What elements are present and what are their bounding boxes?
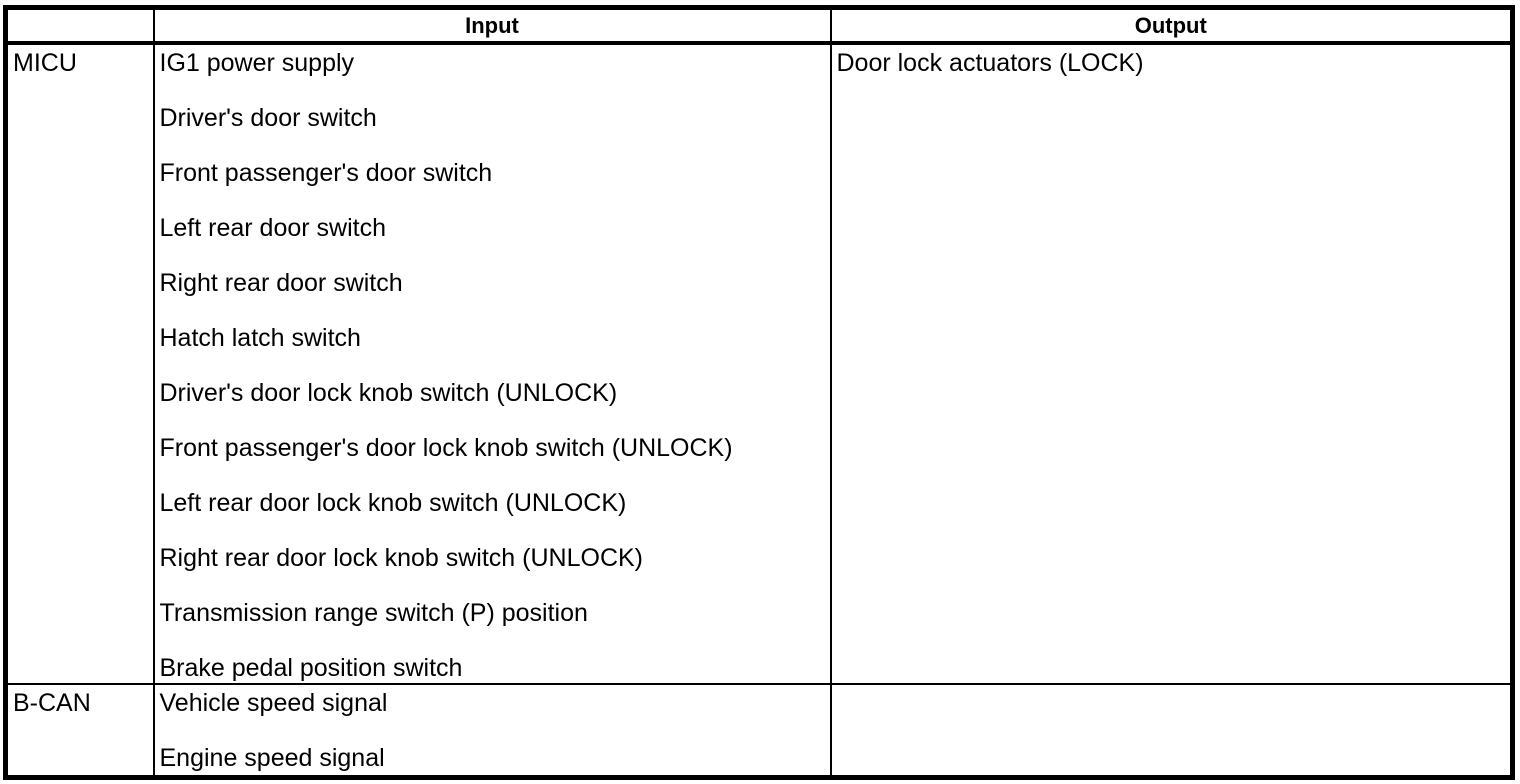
input-item: Transmission range switch (P) position	[159, 599, 588, 627]
row-label-micu: MICU	[4, 42, 155, 685]
input-output-table: Input Output MICU IG1 power supply Drive…	[3, 5, 1515, 780]
input-item: Right rear door lock knob switch (UNLOCK…	[159, 544, 644, 572]
input-item: Front passenger's door lock knob switch …	[159, 434, 733, 462]
input-item: Driver's door switch	[159, 104, 377, 132]
input-item: Left rear door switch	[159, 214, 387, 242]
micu-output-cell: Door lock actuators (LOCK)	[829, 42, 1514, 685]
input-item: Brake pedal position switch	[159, 654, 463, 682]
bcan-output-cell	[829, 683, 1514, 778]
input-item: Right rear door switch	[159, 269, 403, 297]
bcan-input-cell: Vehicle speed signal Engine speed signal	[152, 683, 832, 778]
input-item: Driver's door lock knob switch (UNLOCK)	[159, 379, 618, 407]
input-item: Left rear door lock knob switch (UNLOCK)	[159, 489, 627, 517]
input-item: IG1 power supply	[159, 49, 355, 77]
column-header-output: Output	[829, 6, 1514, 45]
output-item: Door lock actuators (LOCK)	[836, 49, 1144, 77]
input-item: Hatch latch switch	[159, 324, 361, 352]
column-header-blank	[4, 6, 155, 45]
input-item: Front passenger's door switch	[159, 159, 493, 187]
table-row-micu: MICU IG1 power supply Driver's door swit…	[4, 42, 1514, 685]
header-row: Input Output	[4, 6, 1514, 45]
column-header-input: Input	[152, 6, 832, 45]
row-label-bcan: B-CAN	[4, 683, 155, 778]
input-item: Vehicle speed signal	[159, 689, 388, 717]
micu-input-cell: IG1 power supply Driver's door switch Fr…	[152, 42, 832, 685]
input-item: Engine speed signal	[159, 744, 385, 772]
table-row-bcan: B-CAN Vehicle speed signal Engine speed …	[4, 683, 1514, 778]
